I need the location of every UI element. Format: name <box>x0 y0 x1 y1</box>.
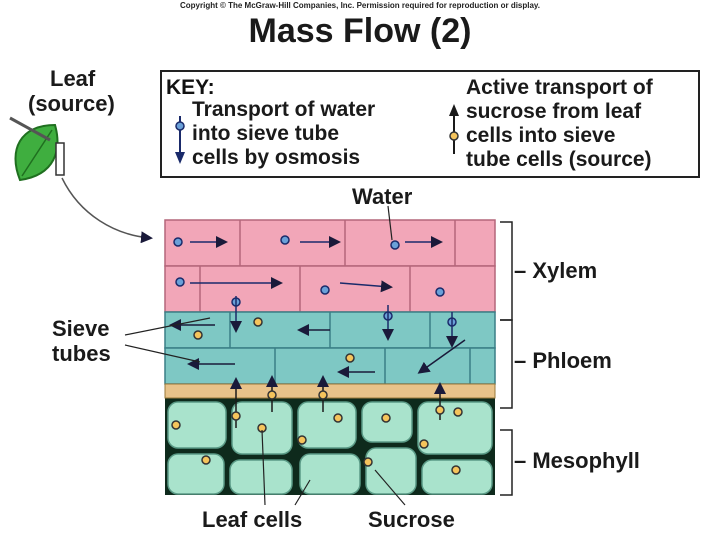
companion-cell-layer <box>164 383 496 399</box>
mesophyll-cells <box>167 401 493 495</box>
leaf-cells-label: Leaf cells <box>202 507 303 532</box>
water-flow-arrows <box>190 236 443 293</box>
sieve-tubes-line: tubes <box>52 341 111 366</box>
sucrose-key-icon <box>449 104 459 154</box>
phloem-flow-arrows <box>169 319 466 378</box>
zoom-arrow <box>61 177 153 244</box>
water-key-line: cells by osmosis <box>192 146 361 169</box>
leaf-source-label: Leaf (source) <box>28 66 115 116</box>
key-box: KEY: Transport of water into sieve tube … <box>160 70 700 178</box>
osmosis-arrows <box>230 296 458 348</box>
sucrose-key-line: sucrose from leaf <box>466 100 642 123</box>
phloem-label: – Phloem <box>514 348 612 373</box>
leader-lines <box>124 205 406 506</box>
region-brackets <box>500 221 513 496</box>
key-heading: KEY: <box>166 76 215 99</box>
sieve-tubes-line: Sieve <box>52 316 110 341</box>
leaf-icon <box>9 116 65 182</box>
sucrose-key-line: cells into sieve <box>466 124 616 147</box>
leaf-label-line: (source) <box>28 91 115 116</box>
water-key-line: Transport of water <box>192 98 376 121</box>
sucrose-key-line: Active transport of <box>466 76 653 99</box>
page-title: Mass Flow (2) <box>248 12 472 50</box>
sieve-tubes-label: Sieve tubes <box>52 316 111 366</box>
xylem-label: – Xylem <box>514 258 598 283</box>
leaf-label-line: Leaf <box>50 66 96 91</box>
copyright-notice: Copyright © The McGraw-Hill Companies, I… <box>179 1 541 10</box>
sucrose-molecules <box>171 317 463 475</box>
sucrose-key-text: Active transport of sucrose from leaf ce… <box>466 76 653 172</box>
xylem-layer <box>164 219 496 267</box>
xylem-layer <box>164 265 496 313</box>
sucrose-key-line: tube cells (source) <box>466 148 652 171</box>
water-key-text: Transport of water into sieve tube cells… <box>192 98 375 170</box>
water-key-icon <box>175 116 185 164</box>
mesophyll-label: – Mesophyll <box>514 448 640 473</box>
xylem-cell-walls <box>199 220 456 312</box>
sucrose-label: Sucrose <box>368 507 455 532</box>
water-label: Water <box>352 184 413 209</box>
water-key-line: into sieve tube <box>192 122 340 145</box>
